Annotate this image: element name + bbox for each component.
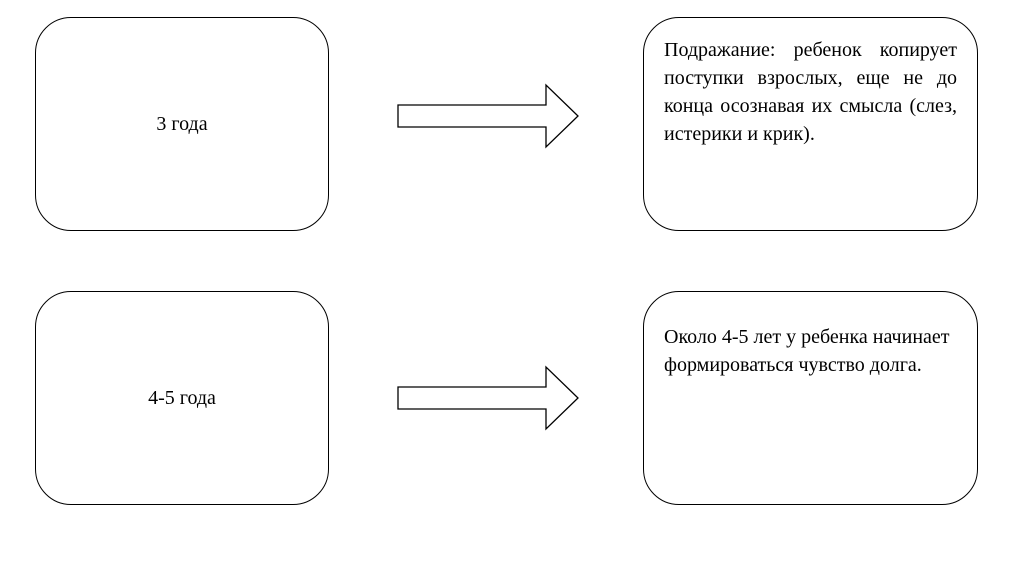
right-arrow-icon [397, 365, 579, 431]
age-box-4-5-years: 4-5 года [35, 291, 329, 505]
age-label: 3 года [156, 112, 208, 135]
age-label: 4-5 года [148, 386, 216, 409]
description-box-sense-of-duty: Около 4-5 лет у ребенка начинает формиро… [643, 291, 978, 505]
description-text: Подражание: ребенок копирует поступки вз… [664, 39, 957, 145]
right-arrow-icon [397, 83, 579, 149]
age-box-3-years: 3 года [35, 17, 329, 231]
description-text: Около 4-5 лет у ребенка начинает формиро… [664, 326, 950, 376]
description-box-imitation: Подражание: ребенок копирует поступки вз… [643, 17, 978, 231]
